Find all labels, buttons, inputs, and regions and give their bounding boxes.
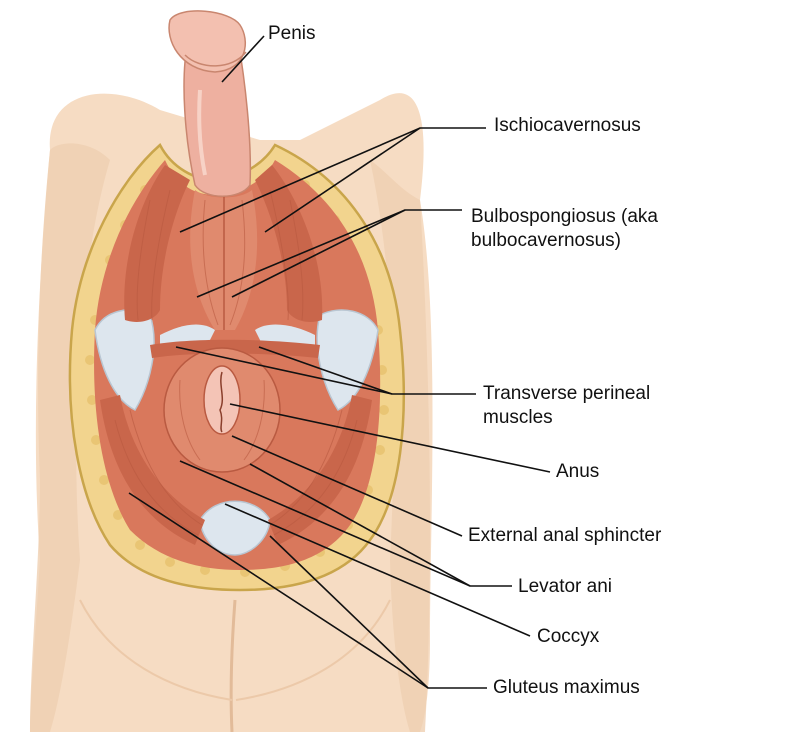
label-penis: Penis (268, 23, 316, 44)
coccyx-ligament (199, 500, 271, 556)
leader-ischio-b (264, 127, 421, 233)
label-gluteus-maximus: Gluteus maximus (493, 677, 640, 698)
leader-levator-b (249, 463, 471, 587)
right-ischiocavernosus (255, 165, 323, 322)
label-anus: Anus (556, 461, 600, 482)
label-bulbospongiosus-line2: bulbocavernosus) (471, 230, 621, 251)
label-external-anal-sphincter: External anal sphincter (468, 525, 662, 546)
label-ischiocavernosus: Ischiocavernosus (494, 115, 641, 136)
label-transverse-perineal: Transverse perineal muscles (483, 382, 650, 430)
left-thigh-shadow (30, 143, 110, 732)
leader-sphincter (231, 435, 463, 537)
leader-bulbo-b (231, 209, 406, 298)
label-transverse-line2: muscles (483, 407, 553, 428)
label-coccyx: Coccyx (537, 626, 600, 647)
left-buttock-curve (79, 599, 233, 701)
buttock-crease (229, 599, 237, 733)
penis (168, 10, 252, 197)
label-bulbospongiosus-line1: Bulbospongiosus (aka (471, 206, 658, 227)
right-buttock-curve (235, 599, 391, 701)
label-bulbospongiosus: Bulbospongiosus (aka bulbocavernosus) (471, 205, 658, 253)
leader-anus (229, 403, 551, 473)
leader-penis (221, 35, 265, 83)
right-gluteus (268, 395, 372, 545)
leader-coccyx (224, 503, 531, 637)
left-ligament (94, 309, 155, 411)
muscle-fibers (114, 189, 358, 536)
leader-gluteus-b (269, 535, 429, 689)
leader-lines (128, 35, 551, 689)
penis-highlight (197, 89, 207, 176)
anus (203, 365, 241, 435)
leader-transverse-b (258, 346, 393, 395)
left-gluteus (100, 395, 205, 545)
label-levator-ani: Levator ani (518, 576, 613, 597)
label-transverse-line1: Transverse perineal (483, 383, 651, 404)
penis-corona (184, 51, 247, 67)
anus-slit (219, 371, 224, 433)
left-ischiocavernosus (124, 165, 190, 322)
penis-glans (168, 10, 246, 73)
